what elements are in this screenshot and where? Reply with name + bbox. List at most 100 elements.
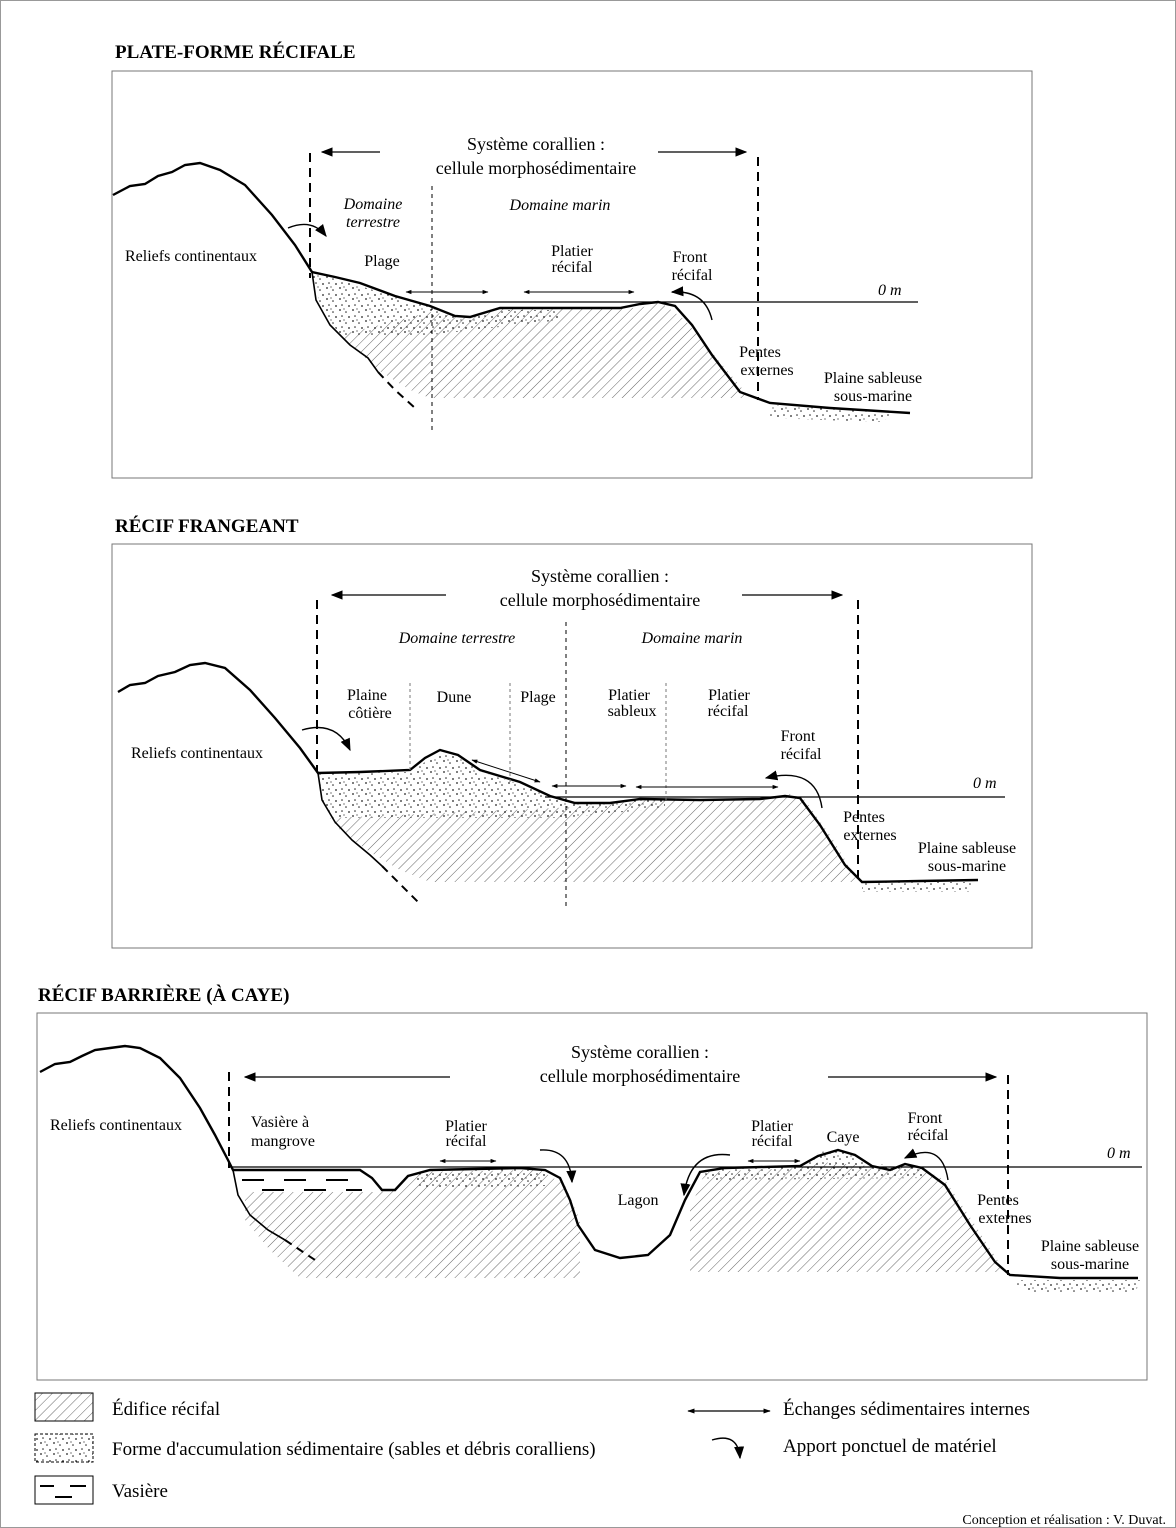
panel3-pentes-l2: externes	[978, 1210, 1031, 1227]
panel3-input-arrow-lagoon-left	[539, 1149, 577, 1184]
panel3-front-l2: récifal	[908, 1127, 949, 1144]
panel2-plaine-l2: sous-marine	[928, 858, 1006, 875]
panel3-input-arrow-lagoon-right	[680, 1153, 731, 1197]
panel1-title: PLATE-FORME RÉCIFALE	[115, 41, 356, 63]
panel3-lagon: Lagon	[618, 1192, 659, 1209]
panel2-substrate	[317, 772, 383, 867]
panel1-box	[111, 70, 1033, 479]
panel1-platier-l2: récifal	[552, 259, 593, 276]
panel3-input-arrow-front	[903, 1148, 949, 1181]
panel3-plaine-l1: Plaine sableuse	[1041, 1238, 1139, 1255]
panel1-input-arrow-land	[287, 223, 327, 237]
panel2-plaine-cotiere-l2: côtière	[348, 705, 392, 722]
panel2-plage: Plage	[520, 689, 556, 706]
panel3-box	[36, 1012, 1148, 1381]
panel3-sediment-left	[415, 1168, 545, 1188]
panel1-system-l2: cellule morphosédimentaire	[436, 158, 636, 178]
panel2-domaine-terrestre: Domaine terrestre	[398, 630, 516, 647]
panel3-system-l2: cellule morphosédimentaire	[540, 1066, 740, 1086]
legend-mud-swatch	[34, 1475, 94, 1505]
panel2-system-l2: cellule morphosédimentaire	[500, 590, 700, 610]
panel1-sand-plain	[770, 405, 900, 422]
panel3-reef-edifice-right	[690, 1162, 1005, 1272]
panel2-platier-recifal-l1: Platier	[708, 687, 750, 704]
panel3-reliefs: Reliefs continentaux	[50, 1117, 182, 1134]
panel1-front-l1: Front	[673, 249, 708, 266]
panel3-sand-plain	[1010, 1280, 1140, 1294]
panel-recif-barriere: RÉCIF BARRIÈRE (À CAYE) 0 m Système cora…	[36, 984, 1148, 1381]
panel2-reliefs: Reliefs continentaux	[131, 745, 263, 762]
panel1-plaine-l1: Plaine sableuse	[824, 370, 922, 387]
panel1-platier-l1: Platier	[551, 243, 593, 260]
panel1-pentes-l1: Pentes	[739, 344, 781, 361]
legend-hatch-swatch	[34, 1392, 94, 1422]
panel1-plage: Plage	[364, 253, 400, 270]
panel3-vasiere-l1: Vasière à	[251, 1114, 309, 1131]
panel1-system-l1: Système corallien :	[467, 134, 605, 154]
panel3-vasiere-l2: mangrove	[251, 1133, 315, 1150]
panel-plateforme-recifale: PLATE-FORME RÉCIFALE 0 m Système coralli…	[111, 41, 1033, 479]
panel2-pentes-l2: externes	[843, 827, 896, 844]
panel1-input-arrow-front	[670, 286, 713, 321]
panel3-title: RÉCIF BARRIÈRE (À CAYE)	[38, 984, 289, 1006]
legend-echanges: Échanges sédimentaires internes	[783, 1398, 1030, 1420]
legend-dots-swatch	[34, 1433, 94, 1463]
panel-recif-frangeant: RÉCIF FRANGEANT 0 m Système corallien : …	[111, 515, 1033, 949]
panel2-profile	[117, 661, 979, 884]
legend: Édifice récifal Forme d'accumulation séd…	[34, 1392, 1030, 1505]
panel2-box	[111, 543, 1033, 949]
panel3-front-l1: Front	[908, 1110, 943, 1127]
panel1-substrate-dashed	[377, 371, 416, 409]
panel1-sediment	[312, 272, 560, 335]
panel2-domaine-marin: Domaine marin	[641, 630, 743, 647]
panel1-front-l2: récifal	[672, 267, 713, 284]
panel3-pentes-l1: Pentes	[977, 1192, 1019, 1209]
panel1-reliefs: Reliefs continentaux	[125, 248, 257, 265]
panel3-zero-m: 0 m	[1107, 1145, 1131, 1162]
panel3-caye: Caye	[827, 1129, 860, 1146]
legend-input-arrow	[711, 1437, 745, 1460]
legend-edifice: Édifice récifal	[112, 1398, 220, 1420]
credit: Conception et réalisation : V. Duvat.	[962, 1513, 1166, 1528]
panel1-profile	[112, 161, 911, 415]
panel3-system-l1: Système corallien :	[571, 1042, 709, 1062]
panel3-sediment-right	[705, 1150, 925, 1180]
panel2-zero-m: 0 m	[973, 775, 997, 792]
panel2-title: RÉCIF FRANGEANT	[115, 515, 299, 537]
panel2-system-l1: Système corallien :	[531, 566, 669, 586]
panel3-platier1-l2: récifal	[446, 1133, 487, 1150]
panel1-zero-m: 0 m	[878, 282, 902, 299]
panel2-substrate-dashed	[381, 865, 421, 905]
panel1-domaine-marin: Domaine marin	[509, 197, 611, 214]
panel2-dune: Dune	[437, 689, 472, 706]
panel2-pentes-l1: Pentes	[843, 809, 885, 826]
panel3-substrate	[232, 1169, 286, 1241]
panel3-platier2-l2: récifal	[752, 1133, 793, 1150]
panel1-domaine-terrestre-l2: terrestre	[346, 214, 400, 231]
legend-apport: Apport ponctuel de matériel	[783, 1436, 997, 1457]
panel2-platier-recifal-l2: récifal	[708, 703, 749, 720]
panel2-front-l2: récifal	[781, 746, 822, 763]
panel1-domaine-terrestre-l1: Domaine	[343, 196, 403, 213]
panel2-platier-sableux-l2: sableux	[608, 703, 657, 720]
panel2-plaine-l1: Plaine sableuse	[918, 840, 1016, 857]
panel2-sand-plain	[862, 882, 975, 892]
panel2-plaine-cotiere-l1: Plaine	[347, 687, 387, 704]
panel2-input-arrow-land	[301, 726, 351, 752]
legend-accumulation: Forme d'accumulation sédimentaire (sable…	[112, 1439, 596, 1460]
panel2-exchange-arrow-1	[471, 759, 541, 783]
panel2-sediment	[318, 752, 665, 818]
panel3-platier2-l1: Platier	[751, 1118, 793, 1135]
panel2-input-arrow-front	[764, 770, 823, 809]
panel3-platier1-l1: Platier	[445, 1118, 487, 1135]
panel3-reef-edifice-left	[245, 1170, 580, 1278]
panel1-substrate	[311, 271, 379, 373]
panel3-substrate-dashed	[284, 1239, 319, 1263]
panel1-pentes-l2: externes	[740, 362, 793, 379]
panel2-platier-sableux-l1: Platier	[608, 687, 650, 704]
legend-vasiere: Vasière	[112, 1481, 168, 1502]
panel2-front-l1: Front	[781, 728, 816, 745]
panel1-plaine-l2: sous-marine	[834, 388, 912, 405]
panel3-mud-flat	[242, 1179, 362, 1191]
